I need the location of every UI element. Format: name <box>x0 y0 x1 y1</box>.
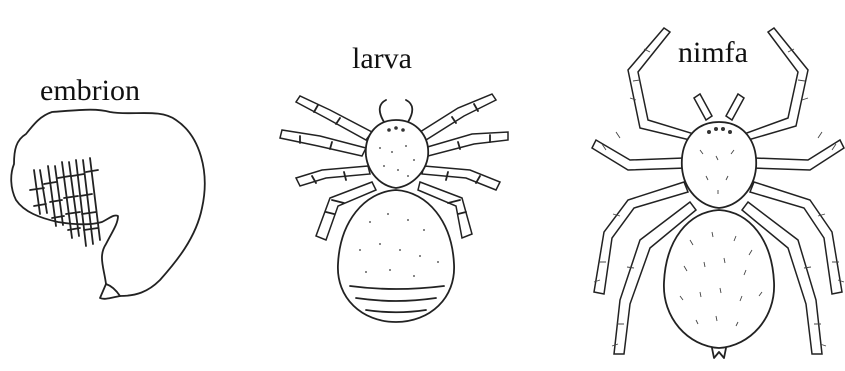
nymph-drawing <box>592 28 844 358</box>
larva-drawing <box>280 94 508 322</box>
embryo-drawing <box>11 110 205 299</box>
